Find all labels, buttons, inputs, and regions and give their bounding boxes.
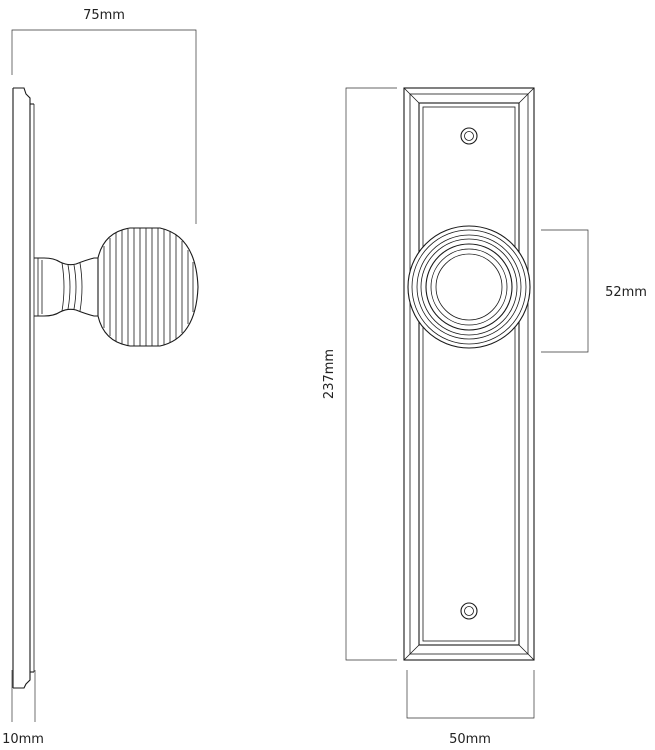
backplate-front [403, 87, 535, 661]
bottom-screw-hole [460, 602, 478, 620]
knob-front [407, 225, 531, 349]
side-view: 75mm [2, 8, 199, 747]
projection-label: 75mm [83, 8, 125, 23]
height-dimension: 237mm [322, 87, 397, 661]
top-screw-hole [460, 127, 478, 145]
reeded-knob-side [97, 227, 199, 347]
knob-diameter-dimension: 52mm [541, 229, 647, 353]
thickness-label: 10mm [2, 732, 44, 747]
backplate-profile [12, 87, 35, 689]
width-label: 50mm [449, 732, 491, 747]
width-dimension: 50mm [406, 670, 535, 747]
knob-diameter-label: 52mm [605, 285, 647, 300]
height-label: 237mm [322, 349, 337, 399]
projection-dimension: 75mm [11, 8, 197, 224]
thickness-dimension: 10mm [2, 670, 44, 747]
front-view: 237mm [322, 87, 647, 747]
knob-shank [34, 257, 98, 317]
